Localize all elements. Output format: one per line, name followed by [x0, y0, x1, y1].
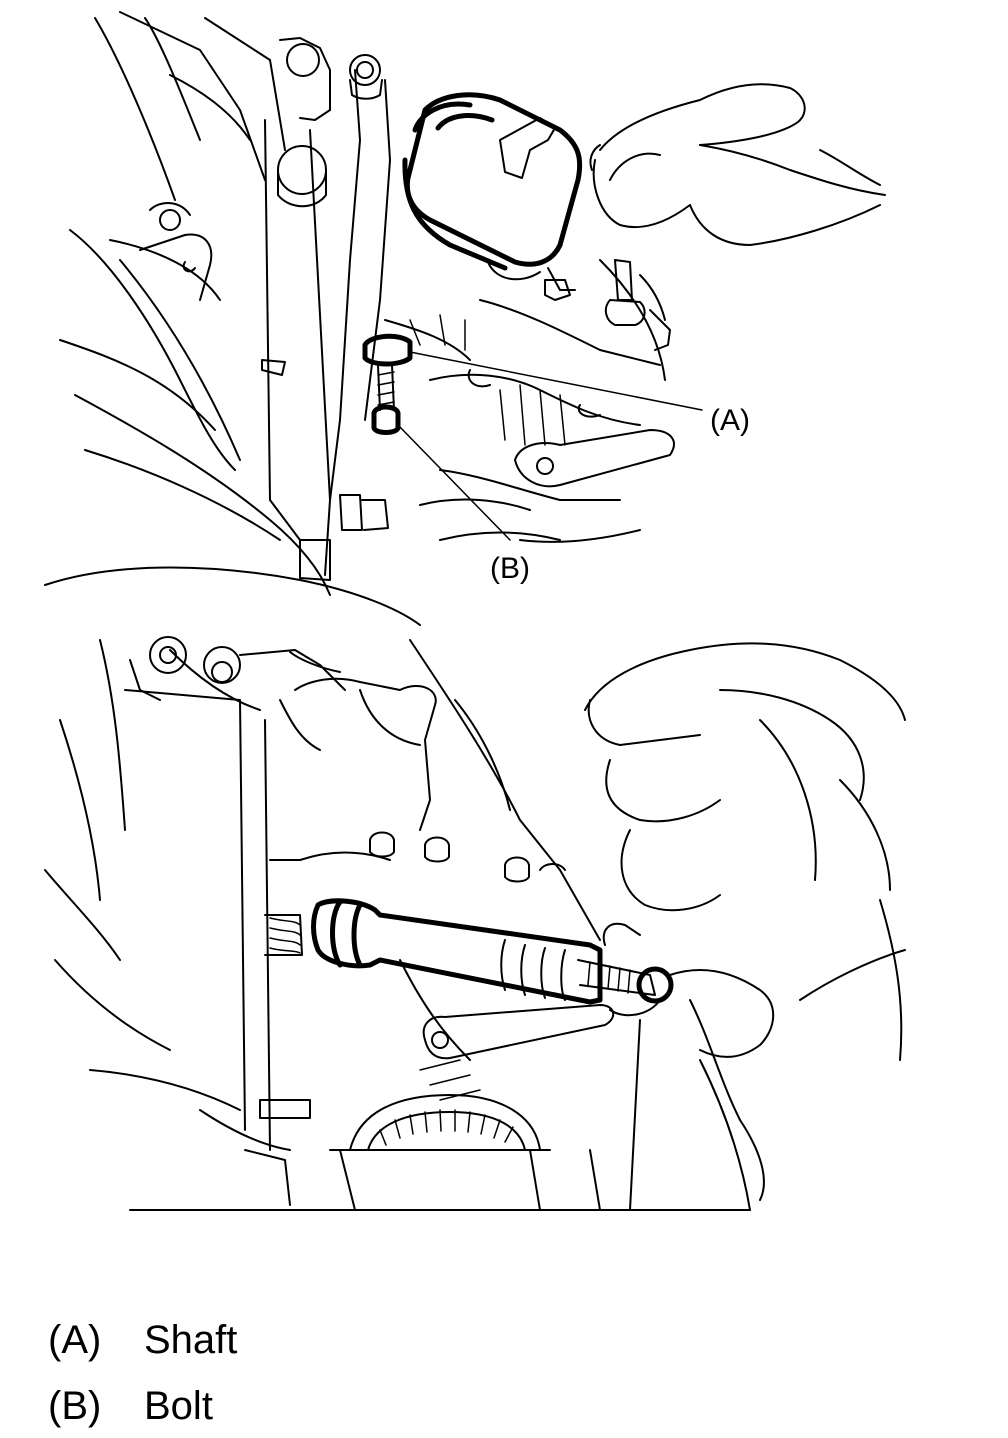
legend-row-bolt: (B) Bolt [48, 1384, 213, 1429]
legend-label: Bolt [144, 1384, 213, 1428]
legend-code: (A) [48, 1318, 102, 1362]
callout-label-a: (A) [710, 404, 750, 437]
bottom-illustration [44, 636, 906, 1211]
legend-label: Shaft [144, 1318, 238, 1362]
legend-code: (B) [48, 1384, 102, 1428]
legend-row-shaft: (A) Shaft [48, 1318, 237, 1363]
callout-label-b: (B) [490, 552, 530, 585]
leader-line-b [397, 424, 511, 541]
leader-line-a [409, 351, 703, 411]
top-illustration: (A) (B) [44, 11, 886, 626]
